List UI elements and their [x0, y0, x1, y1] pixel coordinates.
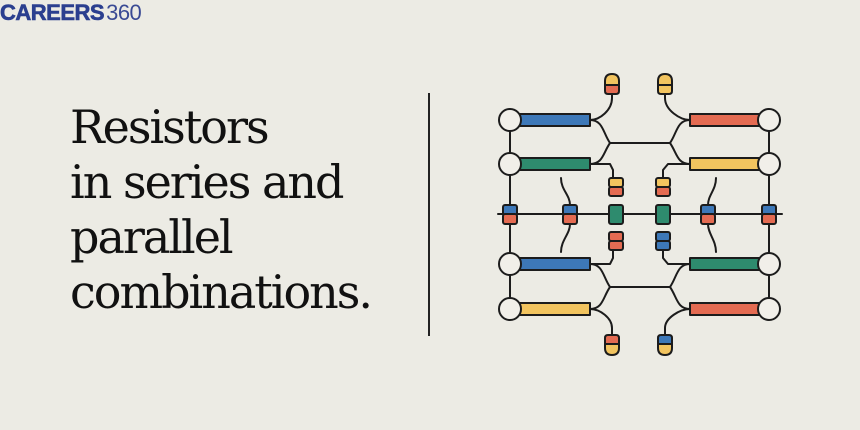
title-line-3: parallel: [70, 210, 234, 264]
resistor-network-illustration: [480, 60, 800, 375]
logo-brand-text: CAREERS: [0, 0, 105, 25]
logo-number-text: 360: [106, 0, 142, 25]
page-title: Resistors in series and parallel combina…: [70, 100, 373, 320]
title-line-2: in series and: [70, 155, 344, 209]
title-line-4: combinations.: [70, 265, 373, 319]
title-line-1: Resistors: [70, 100, 270, 154]
vertical-divider: [428, 93, 430, 336]
careers360-logo: CAREERS 360: [0, 0, 142, 26]
